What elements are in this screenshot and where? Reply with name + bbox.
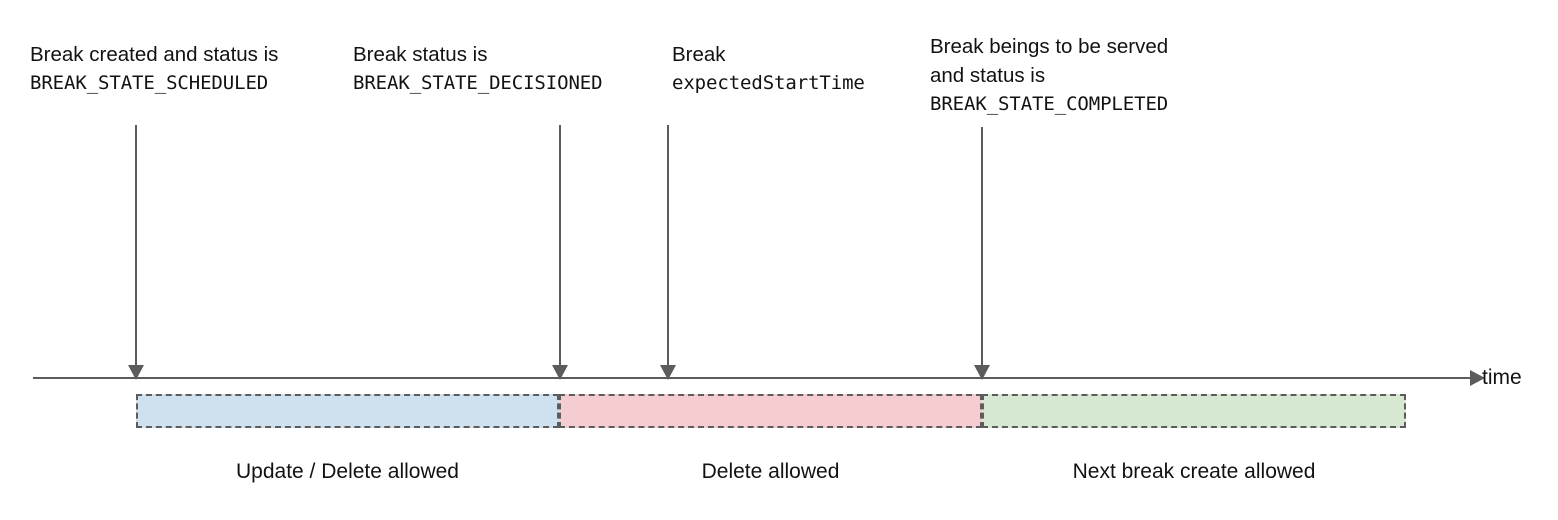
annotation-decisioned-line-1: Break status is xyxy=(353,43,488,66)
segment-caption-delete-only: Delete allowed xyxy=(701,460,840,483)
marker-line-decisioned xyxy=(559,125,561,365)
annotation-expected-start-time-line-2: expectedStartTime xyxy=(672,72,865,94)
time-axis-label: time xyxy=(1482,366,1522,389)
marker-arrowhead-scheduled-icon xyxy=(128,365,144,380)
marker-arrowhead-expected-start-time-icon xyxy=(660,365,676,380)
time-axis-arrow-right-icon xyxy=(1470,370,1485,386)
marker-line-completed xyxy=(981,127,983,365)
time-axis-line xyxy=(33,377,1470,379)
annotation-completed-line-2: and status is xyxy=(930,64,1046,87)
marker-line-scheduled xyxy=(135,125,137,365)
annotation-completed-line-1: Break beings to be served xyxy=(930,35,1169,58)
timeline-segment-delete-only xyxy=(559,394,982,428)
marker-arrowhead-decisioned-icon xyxy=(552,365,568,380)
timeline-segment-next-break-create xyxy=(982,394,1406,428)
annotation-scheduled: Break created and status is BREAK_STATE_… xyxy=(30,40,278,98)
annotation-expected-start-time-line-1: Break xyxy=(672,43,726,66)
timeline-segment-update-delete xyxy=(136,394,559,428)
marker-line-expected-start-time xyxy=(667,125,669,365)
marker-arrowhead-completed-icon xyxy=(974,365,990,380)
annotation-expected-start-time: Break expectedStartTime xyxy=(672,40,865,98)
annotation-completed: Break beings to be served and status is … xyxy=(930,32,1168,119)
segment-caption-update-delete: Update / Delete allowed xyxy=(236,460,459,483)
annotation-decisioned-line-2: BREAK_STATE_DECISIONED xyxy=(353,72,603,94)
segment-caption-next-break-create: Next break create allowed xyxy=(1072,460,1316,483)
annotation-scheduled-line-2: BREAK_STATE_SCHEDULED xyxy=(30,72,269,94)
annotation-decisioned: Break status is BREAK_STATE_DECISIONED xyxy=(353,40,603,98)
annotation-completed-line-3: BREAK_STATE_COMPLETED xyxy=(930,93,1169,115)
annotation-scheduled-line-1: Break created and status is xyxy=(30,43,279,66)
